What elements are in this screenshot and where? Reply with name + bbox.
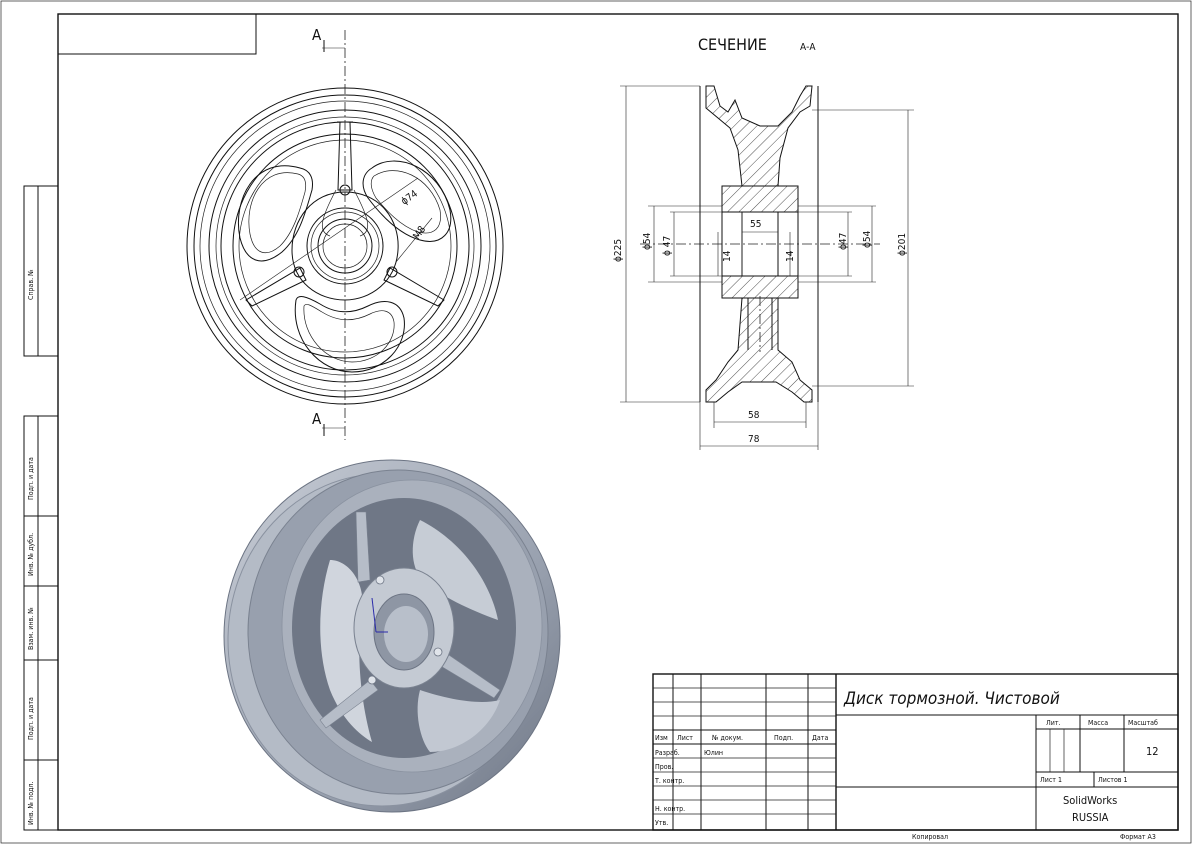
leader-phi74 <box>239 177 419 301</box>
drawing-title: Диск тормозной. Чистовой <box>843 689 1060 709</box>
wheel-3d-model <box>223 459 561 813</box>
org-line2: RUSSIA <box>1072 811 1109 824</box>
dim-phi74: ϕ74 <box>399 188 420 207</box>
sheets-total: Листов 1 <box>1098 776 1128 784</box>
dim-m8: M8 <box>411 224 428 242</box>
format-label: Формат A3 <box>1120 833 1156 841</box>
section-view: СЕЧЕНИЕ А-А ϕ225 ϕ54 ϕ 47 55 14 14 <box>613 35 914 450</box>
col-list: Лист <box>677 734 693 742</box>
row-utv: Утв. <box>655 819 668 827</box>
spokes <box>245 121 445 307</box>
dim-d225: ϕ225 <box>613 239 624 262</box>
copied-label: Копировал <box>912 833 948 841</box>
stamp-label-podp2: Подп. и дата <box>27 697 35 740</box>
dim-h14-left: 14 <box>722 250 733 262</box>
hdr-massa: Масса <box>1088 719 1108 727</box>
section-label: А-А <box>800 42 816 53</box>
front-view: A A ϕ74 M8 <box>186 26 504 440</box>
stamp-label-sprav: Справ. № <box>27 269 35 300</box>
col-data: Дата <box>812 734 828 742</box>
col-podp: Подп. <box>774 734 793 742</box>
dim-d47-right: ϕ47 <box>838 233 849 250</box>
scale-value: 12 <box>1146 745 1159 758</box>
stamp-label-inv-podl: Инв. № подл. <box>27 782 35 825</box>
cut-label-top: A <box>312 26 322 44</box>
side-stamp: Справ. № Подп. и дата Инв. № дубл. Взам.… <box>23 185 59 831</box>
stamp-label-vzam: Взам. инв. № <box>27 607 35 650</box>
section-title: СЕЧЕНИЕ <box>698 35 767 54</box>
dim-w78: 78 <box>748 434 760 445</box>
cut-label-bottom: A <box>312 410 322 428</box>
col-ndokum: № докум. <box>711 734 743 742</box>
row-tkontr: Т. контр. <box>654 777 684 785</box>
hdr-masshtab: Масштаб <box>1128 719 1158 727</box>
dim-w58: 58 <box>748 410 760 421</box>
stamp-label-inv-dubl: Инв. № дубл. <box>27 533 35 576</box>
window-openings <box>238 160 452 373</box>
row-prov: Пров. <box>655 763 673 771</box>
dim-w55: 55 <box>750 219 761 230</box>
row-nkontr: Н. контр. <box>655 805 685 813</box>
dim-d54-right: ϕ54 <box>862 230 873 248</box>
org-line1: SolidWorks <box>1063 794 1117 807</box>
dim-d47-left: ϕ 47 <box>662 236 673 256</box>
col-izm: Изм <box>655 734 668 742</box>
leader-m8 <box>395 217 433 263</box>
dim-d54-left: ϕ54 <box>642 232 653 250</box>
razrab-name: Юлин <box>704 749 723 757</box>
dim-d201: ϕ201 <box>897 233 908 256</box>
hdr-lit: Лит. <box>1046 719 1061 727</box>
dim-h14-right: 14 <box>785 250 796 262</box>
stamp-label-podp1: Подп. и дата <box>27 457 35 500</box>
sheet-number: Лист 1 <box>1040 776 1062 784</box>
row-razrab: Разраб. <box>655 749 680 757</box>
title-block: Диск тормозной. Чистовой Изм Лист № доку… <box>652 673 1179 841</box>
